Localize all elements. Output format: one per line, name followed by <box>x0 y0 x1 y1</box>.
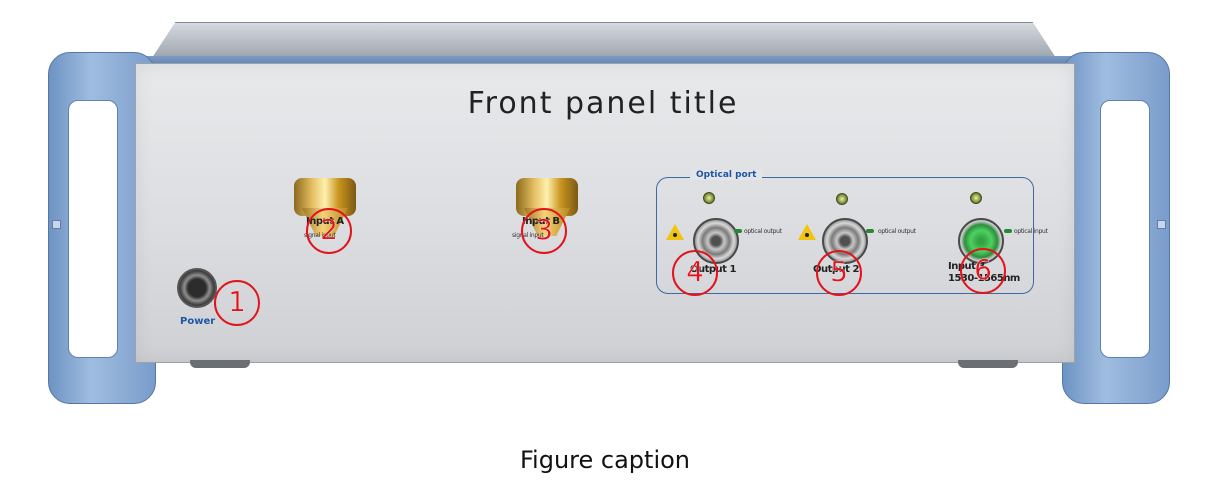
callout-5: 5 <box>816 250 862 296</box>
left-handle <box>48 52 156 404</box>
callout-number: 6 <box>974 253 992 286</box>
callout-number: 2 <box>320 213 338 246</box>
chassis-trim <box>132 56 1076 66</box>
optical-port-2-tag: optical output <box>878 228 916 235</box>
optical-port-3-tag: optical input <box>1014 228 1048 235</box>
callout-number: 1 <box>228 285 246 318</box>
handle-screw-icon <box>1157 220 1166 229</box>
figure-caption: Figure caption <box>519 446 690 474</box>
callout-2: 2 <box>306 208 352 254</box>
handle-hollow <box>1100 100 1150 358</box>
optical-interface-title: Optical port <box>690 170 763 180</box>
laser-warning-mark <box>805 233 809 237</box>
right-foot <box>958 360 1018 368</box>
callout-1: 1 <box>214 280 260 326</box>
laser-warning-icon <box>666 224 684 240</box>
callout-4: 4 <box>672 250 718 296</box>
status-led-icon <box>970 192 982 204</box>
port-tag-icon <box>1004 229 1012 233</box>
callout-number: 4 <box>686 255 704 288</box>
callout-number: 5 <box>830 255 848 288</box>
callout-6: 6 <box>960 248 1006 294</box>
port-tag-icon <box>734 229 742 233</box>
power-label: Power <box>180 316 216 327</box>
front-panel <box>135 63 1075 363</box>
status-led-icon <box>836 193 848 205</box>
panel-title: Front panel title <box>467 86 739 121</box>
right-handle <box>1062 52 1170 404</box>
status-led-icon <box>703 192 715 204</box>
handle-hollow <box>68 100 118 358</box>
port-tag-icon <box>866 229 874 233</box>
laser-warning-icon <box>798 224 816 240</box>
optical-port-1-tag: optical output <box>744 228 782 235</box>
instrument-photo: Front panel title Input A signal input I… <box>48 22 1170 404</box>
handle-screw-icon <box>52 220 61 229</box>
callout-3: 3 <box>521 208 567 254</box>
left-foot <box>190 360 250 368</box>
power-button-icon[interactable] <box>177 268 217 308</box>
callout-number: 3 <box>535 213 553 246</box>
laser-warning-mark <box>673 233 677 237</box>
